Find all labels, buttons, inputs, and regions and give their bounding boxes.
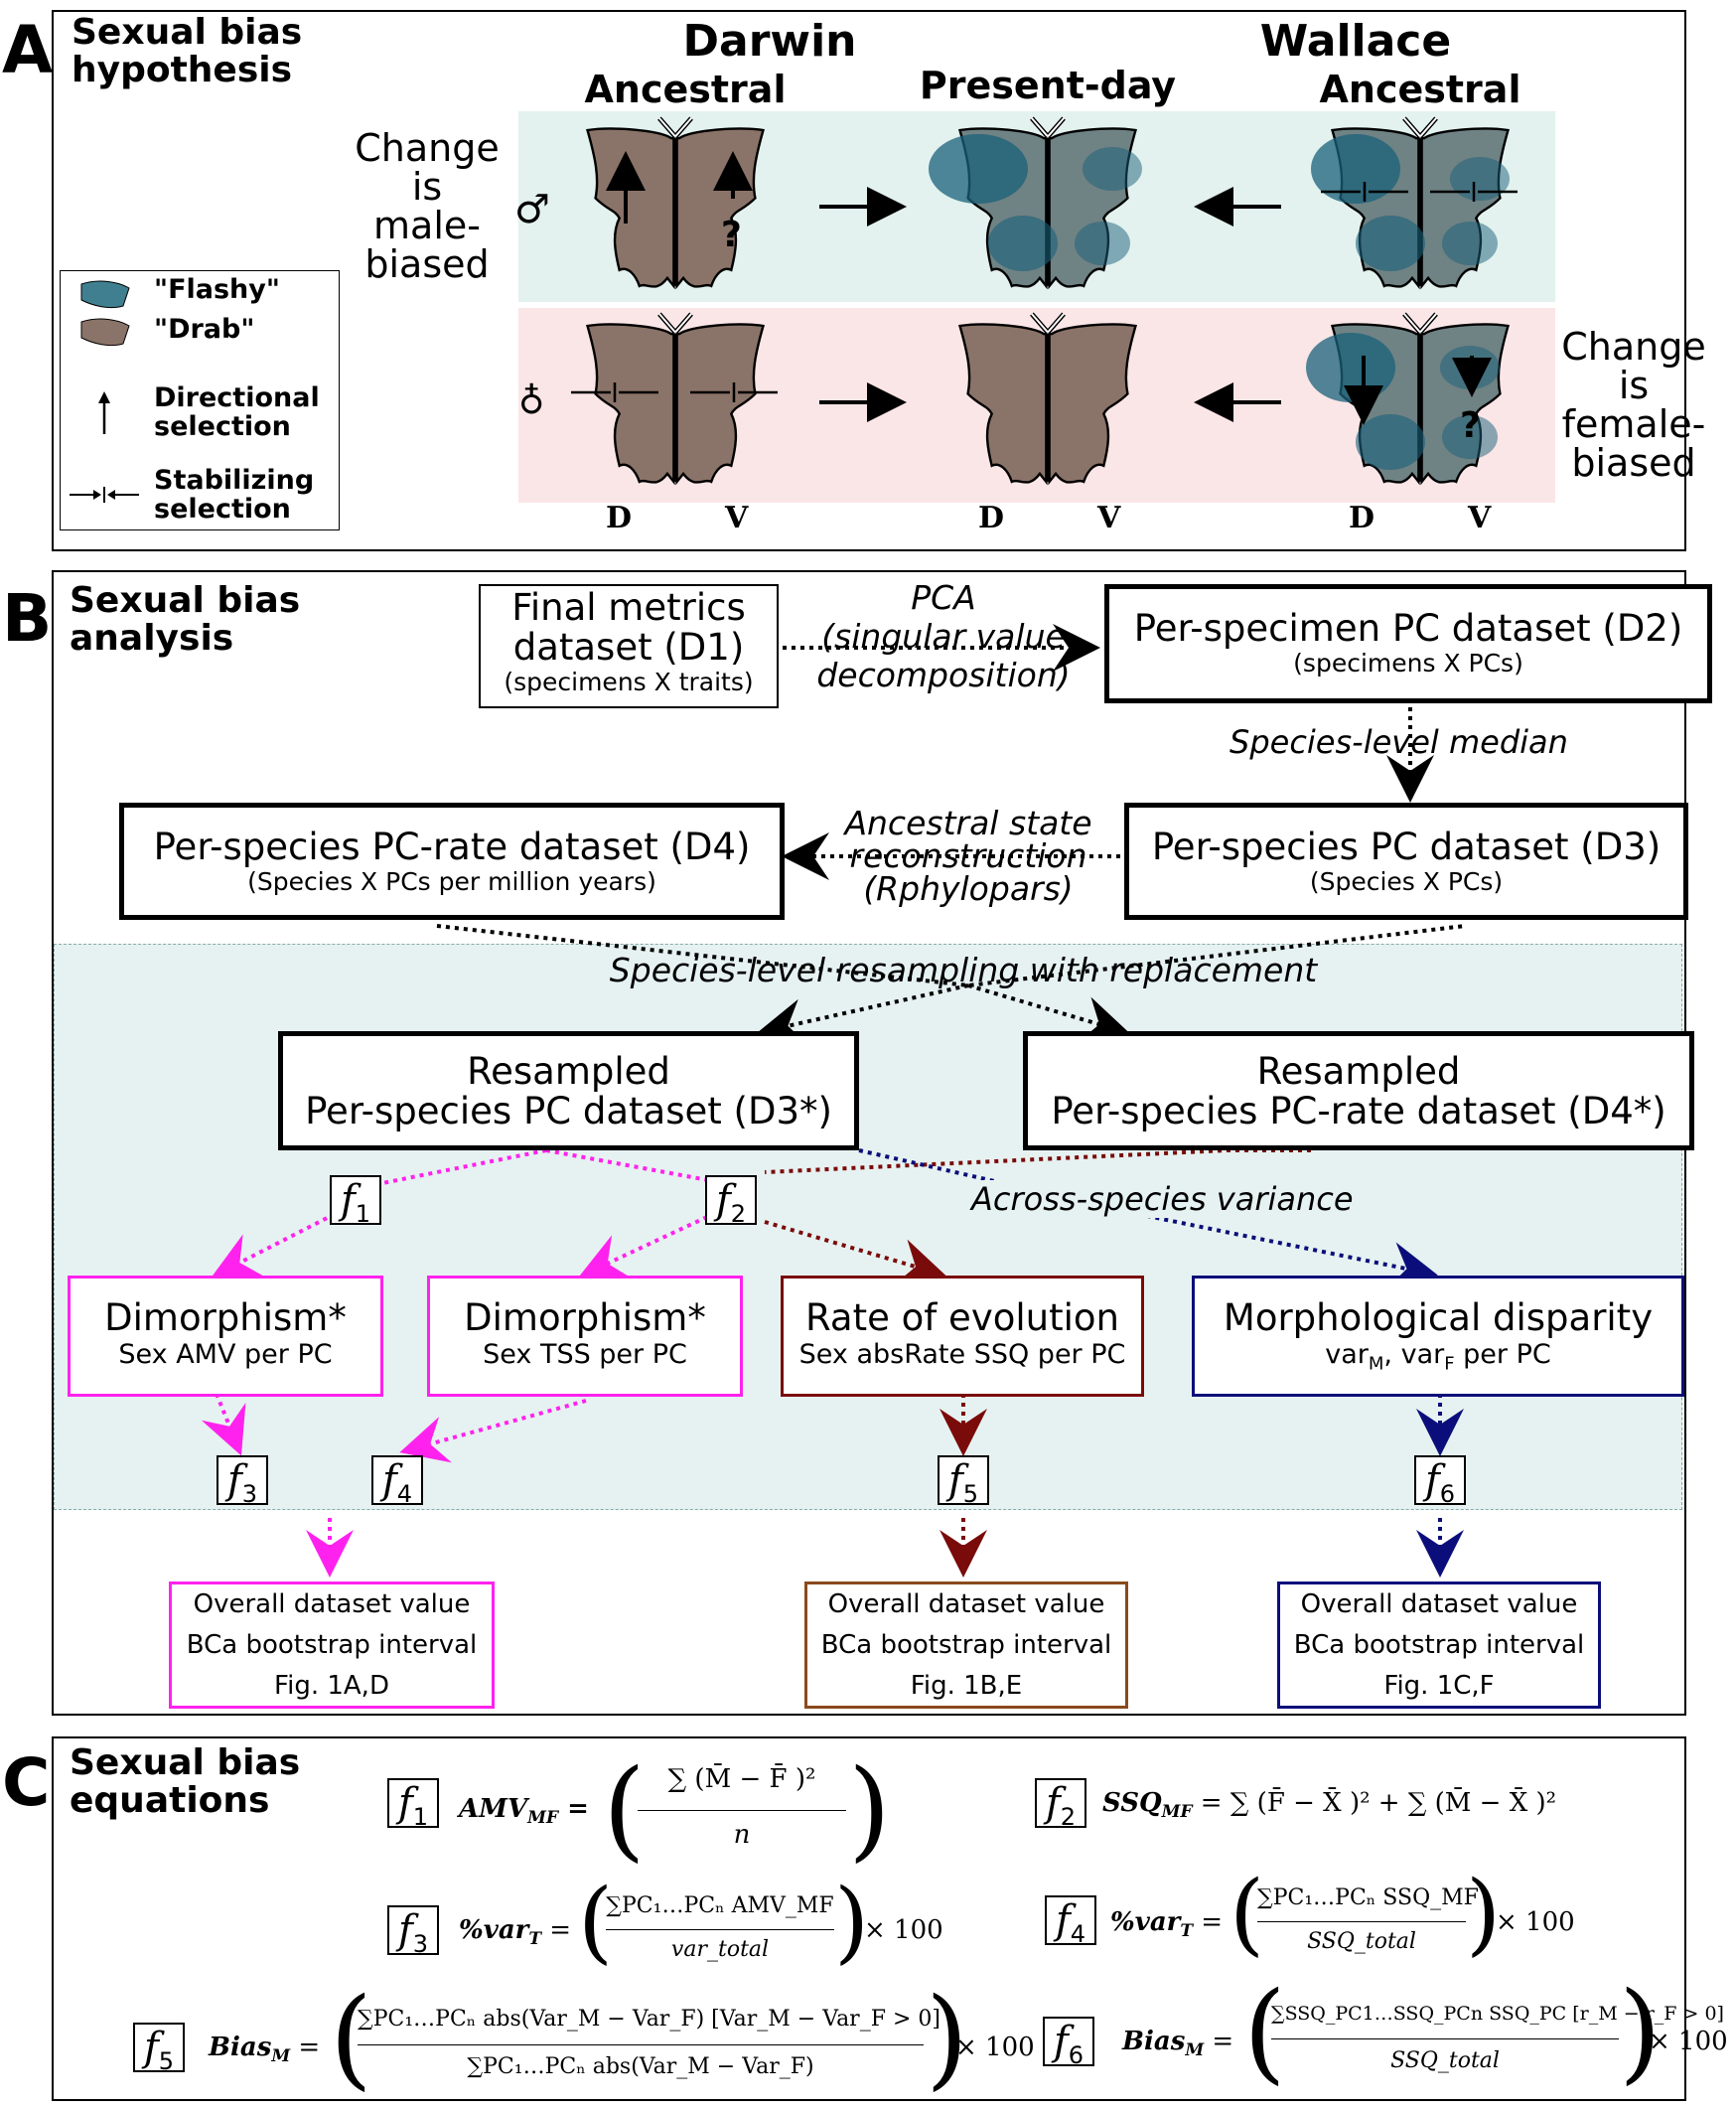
f1-icon: f1 — [330, 1175, 381, 1228]
butterfly-illustrations: ? ? — [571, 0, 1518, 556]
d3-title: Per-species PC dataset (D3) — [1151, 826, 1662, 868]
out3-line: BCa bootstrap interval — [1293, 1630, 1585, 1660]
f5-icon: f5 — [938, 1455, 989, 1508]
eq-f5-icon: f5 — [133, 2023, 185, 2075]
f4-icon: f4 — [371, 1455, 423, 1508]
col-ancestral-right: Ancestral — [1319, 68, 1521, 111]
out1-line: Overall dataset value — [193, 1589, 471, 1619]
panel-c — [52, 1736, 1686, 2101]
male-symbol: ♂ — [514, 187, 550, 232]
output-box-2: Overall dataset value BCa bootstrap inte… — [804, 1582, 1128, 1709]
panel-b-letter: B — [2, 580, 53, 657]
pca-label: PCA (singular value decomposition) — [816, 578, 1071, 694]
legend-glyphs — [70, 280, 139, 503]
dimorphism-amv-box: Dimorphism* Sex AMV per PC — [68, 1276, 383, 1397]
species-median-label: Species-level median — [1230, 723, 1568, 761]
panel-b-title: Sexual bias analysis — [70, 580, 301, 659]
flow-connectors — [201, 624, 1466, 1578]
eq-f1-icon: f1 — [387, 1778, 439, 1831]
panel-a — [52, 10, 1686, 551]
panel-c-title: Sexual bias equations — [70, 1742, 301, 1821]
dv-label: V — [1097, 501, 1121, 535]
f6-icon: f6 — [1414, 1455, 1466, 1508]
out2-line: Overall dataset value — [827, 1589, 1105, 1619]
dv-label: D — [1349, 501, 1375, 535]
flashy-swatch-icon — [80, 280, 130, 309]
out1-line: BCa bootstrap interval — [186, 1630, 478, 1660]
f2-icon: f2 — [705, 1175, 757, 1228]
legend-drab: "Drab" — [154, 314, 255, 345]
d4-box: Per-species PC-rate dataset (D4) (Specie… — [119, 803, 785, 920]
legend-directional: Directional selection — [154, 382, 320, 442]
out2-line: Fig. 1B,E — [910, 1671, 1023, 1701]
d1-box: Final metrics dataset (D1) (specimens X … — [479, 584, 779, 708]
f3-icon: f3 — [217, 1455, 268, 1508]
asr-label: Ancestral state reconstruction (Rphylopa… — [844, 804, 1092, 908]
drab-swatch-icon — [80, 318, 130, 347]
rate-sub: Sex absRate SSQ per PC — [798, 1339, 1126, 1370]
d1-sub: (specimens X traits) — [504, 668, 754, 696]
dv-label: D — [978, 501, 1005, 535]
eq2: SSQMF = ∑ (F̄ − X̄ )² + ∑ (M̄ − X̄ )² — [1102, 1788, 1557, 1823]
out2-line: BCa bootstrap interval — [820, 1630, 1112, 1660]
dimorphism-tss-box: Dimorphism* Sex TSS per PC — [427, 1276, 743, 1397]
output-box-1: Overall dataset value BCa bootstrap inte… — [169, 1582, 495, 1709]
d1-title: Final metrics dataset (D1) — [511, 586, 746, 669]
rate-title: Rate of evolution — [805, 1296, 1119, 1339]
eq-f3-icon: f3 — [387, 1905, 439, 1958]
legend-flashy: "Flashy" — [154, 274, 280, 305]
question-mark-2: ? — [1460, 405, 1481, 446]
d4-title: Per-species PC-rate dataset (D4) — [153, 826, 751, 868]
eq-f6-icon: f6 — [1043, 2017, 1094, 2069]
darwin-label: Darwin — [682, 16, 857, 67]
out3-line: Fig. 1C,F — [1383, 1671, 1495, 1701]
question-mark: ? — [721, 215, 742, 255]
wallace-label: Wallace — [1259, 16, 1452, 67]
dv-label: V — [1468, 501, 1492, 535]
resampling-label: Species-level resampling with replacemen… — [609, 951, 1318, 989]
dv-label: D — [606, 501, 633, 535]
d2-box: Per-specimen PC dataset (D2) (specimens … — [1104, 584, 1712, 703]
dim2-title: Dimorphism* — [464, 1296, 706, 1339]
disp-sub: varM, varF per PC — [1325, 1339, 1551, 1375]
disparity-box: Morphological disparity varM, varF per P… — [1192, 1276, 1684, 1397]
d3-box: Per-species PC dataset (D3) (Species X P… — [1124, 803, 1688, 920]
d2-sub: (specimens X PCs) — [1293, 649, 1523, 678]
dim1-sub: Sex AMV per PC — [118, 1339, 333, 1370]
d4-sub: (Species X PCs per million years) — [247, 867, 656, 896]
d3-sub: (Species X PCs) — [1309, 867, 1504, 896]
legend-stabilizing: Stabilizing selection — [154, 465, 315, 525]
rate-box: Rate of evolution Sex absRate SSQ per PC — [781, 1276, 1144, 1397]
panel-a-title: Sexual bias hypothesis — [72, 12, 303, 90]
dv-label: V — [725, 501, 749, 535]
d3-resampled-box: Resampled Per-species PC dataset (D3*) — [278, 1031, 859, 1150]
d2-title: Per-specimen PC dataset (D2) — [1133, 607, 1683, 650]
panel-a-letter: A — [2, 12, 54, 88]
out3-line: Overall dataset value — [1300, 1589, 1578, 1619]
across-species-label: Across-species variance — [971, 1180, 1354, 1218]
d4-resampled-box: Resampled Per-species PC-rate dataset (D… — [1023, 1031, 1694, 1150]
eq-f2-icon: f2 — [1035, 1778, 1086, 1831]
dim1-title: Dimorphism* — [104, 1296, 347, 1339]
dim2-sub: Sex TSS per PC — [483, 1339, 687, 1370]
out1-line: Fig. 1A,D — [274, 1671, 389, 1701]
eq-f4-icon: f4 — [1045, 1895, 1096, 1948]
female-note: Change is female- biased — [1561, 325, 1706, 485]
male-note: Change is male- biased — [355, 126, 500, 286]
col-ancestral-left: Ancestral — [584, 68, 787, 111]
female-symbol: ♁ — [518, 381, 545, 422]
d4-resampled-title: Resampled Per-species PC-rate dataset (D… — [1051, 1050, 1666, 1132]
panel-c-letter: C — [2, 1744, 51, 1821]
col-present: Present-day — [919, 64, 1177, 107]
d3-resampled-title: Resampled Per-species PC dataset (D3*) — [305, 1050, 832, 1132]
disp-title: Morphological disparity — [1223, 1296, 1654, 1339]
output-box-3: Overall dataset value BCa bootstrap inte… — [1277, 1582, 1601, 1709]
